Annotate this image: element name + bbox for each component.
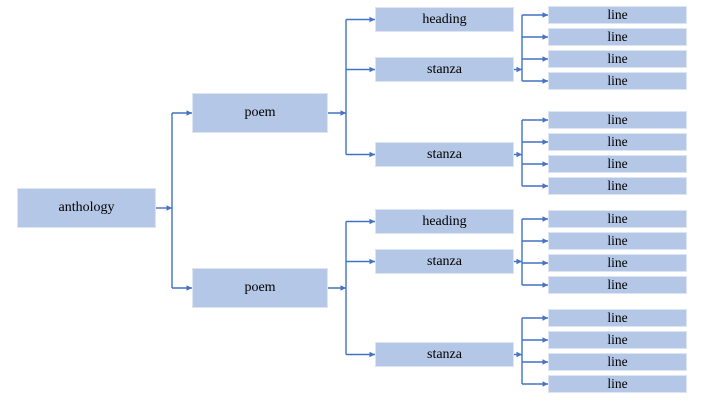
connector-group-poem-2 bbox=[328, 218, 375, 358]
node-line: line bbox=[548, 50, 687, 68]
node-heading-1: heading bbox=[375, 7, 514, 32]
node-line: line bbox=[548, 155, 687, 173]
node-anthology: anthology bbox=[17, 188, 156, 228]
node-line: line bbox=[548, 28, 687, 46]
node-stanza-3: stanza bbox=[375, 249, 514, 274]
node-stanza-1: stanza bbox=[375, 57, 514, 82]
node-poem-2: poem bbox=[192, 268, 328, 308]
connector-group-stanza-2 bbox=[514, 117, 548, 189]
node-line: line bbox=[548, 375, 687, 393]
node-stanza-2: stanza bbox=[375, 142, 514, 167]
node-line: line bbox=[548, 111, 687, 129]
node-line: line bbox=[548, 353, 687, 371]
connector-group-stanza-4 bbox=[514, 315, 548, 387]
connector-group-anthology bbox=[156, 110, 192, 291]
node-line: line bbox=[548, 331, 687, 349]
node-line: line bbox=[548, 72, 687, 90]
node-poem-1: poem bbox=[192, 93, 328, 133]
connector-group-stanza-1 bbox=[514, 12, 548, 84]
node-line: line bbox=[548, 254, 687, 272]
node-stanza-4: stanza bbox=[375, 342, 514, 367]
connector-group-stanza-3 bbox=[514, 216, 548, 288]
node-line: line bbox=[548, 309, 687, 327]
node-line: line bbox=[548, 232, 687, 250]
node-line: line bbox=[548, 133, 687, 151]
node-heading-2: heading bbox=[375, 209, 514, 234]
node-line: line bbox=[548, 210, 687, 228]
connector-group-poem-1 bbox=[328, 16, 375, 158]
node-line: line bbox=[548, 6, 687, 24]
node-line: line bbox=[548, 177, 687, 195]
node-line: line bbox=[548, 276, 687, 294]
